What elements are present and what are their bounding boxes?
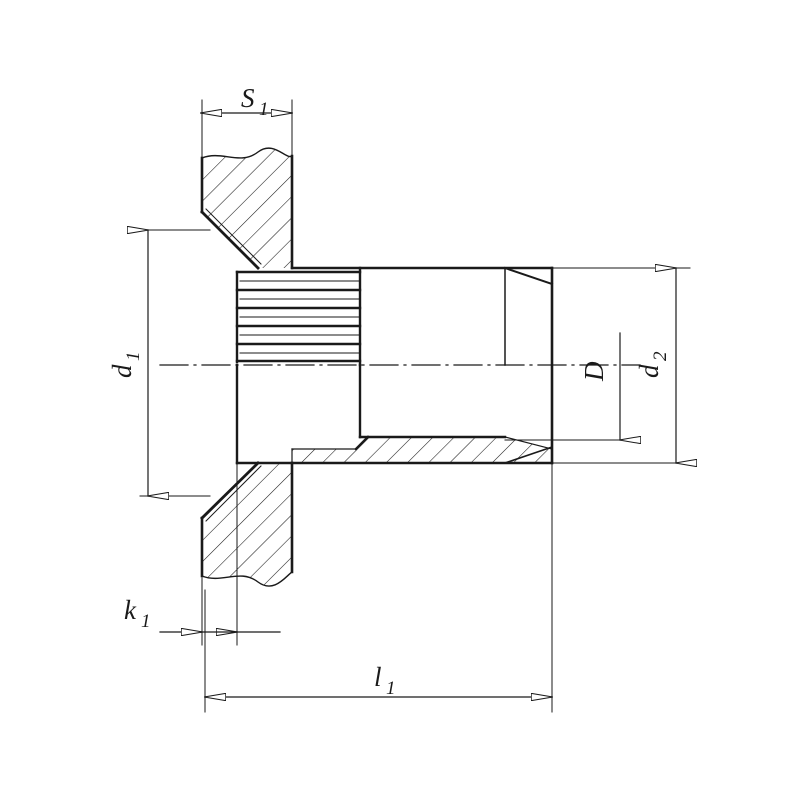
dimension-label-l1-main: l (374, 662, 382, 692)
dimension-label-d1-main: d (107, 364, 137, 378)
dimension-label-s1-sub: 1 (259, 99, 269, 120)
dimension-label-s1-main: S (241, 83, 255, 113)
flange-upper (200, 147, 294, 270)
dimension-label-d1: d 1 (107, 352, 144, 379)
dimension-label-d-bore: D (579, 361, 609, 382)
dimension-label-d-bore-main: D (579, 361, 609, 382)
dimension-label-l1-sub: 1 (386, 678, 396, 699)
dimension-label-d2-main: d (634, 364, 664, 378)
extension-lines (139, 99, 691, 713)
dimension-label-l1: l 1 (374, 662, 396, 699)
dimension-label-k1-sub: 1 (141, 611, 151, 632)
dimension-label-d2: d 2 (634, 351, 671, 378)
dimension-label-d2-sub: 2 (650, 351, 671, 361)
dimension-label-s1: S 1 (241, 83, 269, 120)
wall-section-lower (235, 435, 553, 465)
thread-upper (235, 266, 362, 367)
dimension-label-k1-main: k (124, 595, 137, 625)
dimension-label-k1: k 1 (124, 595, 151, 632)
dimension-label-d1-sub: 1 (123, 352, 144, 362)
flange-lower (200, 461, 294, 587)
